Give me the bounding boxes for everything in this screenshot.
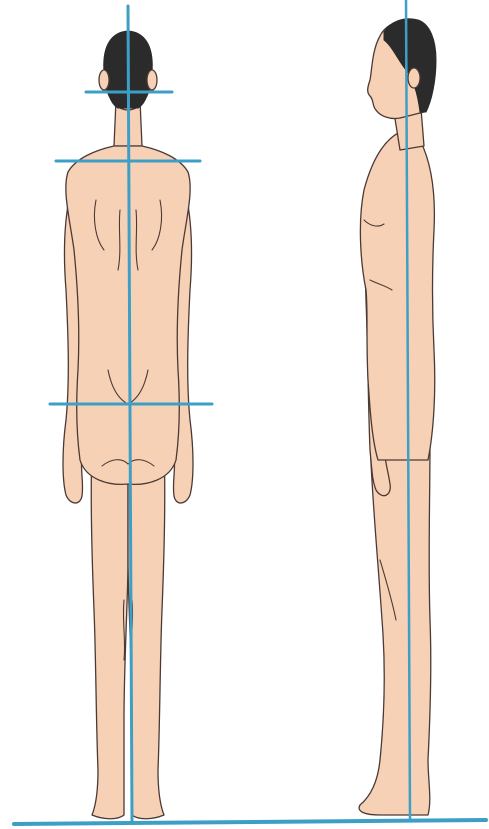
side-ear [408, 68, 420, 88]
back-right-ear [147, 70, 157, 90]
back-left-ear [99, 70, 109, 90]
side-legs [359, 440, 431, 815]
back-left-leg [91, 450, 128, 819]
side-view-figure [359, 19, 436, 815]
ground-line [14, 820, 486, 824]
side-torso [360, 132, 434, 460]
back-right-leg [128, 450, 165, 819]
